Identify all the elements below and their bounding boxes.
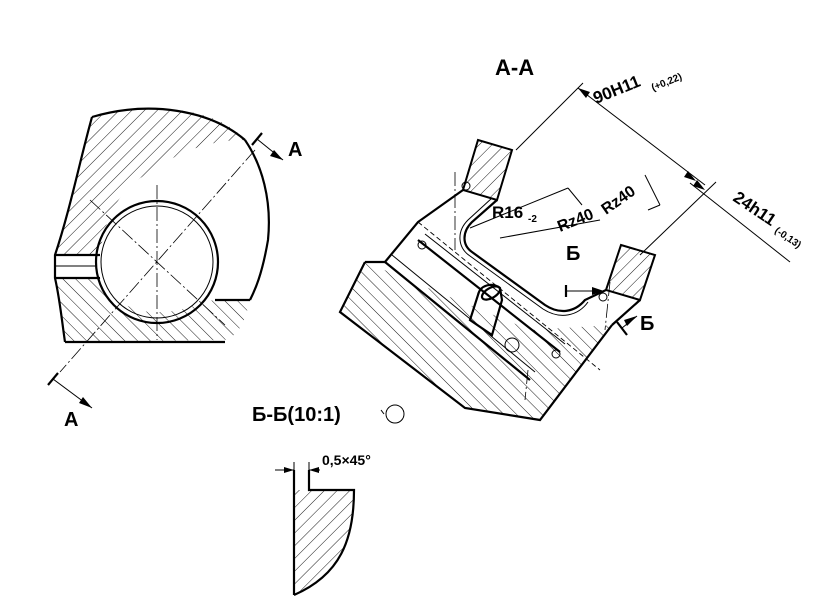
roughness-1: Rz40 xyxy=(555,206,596,236)
hatched-region-top xyxy=(55,108,245,255)
right-prong xyxy=(604,243,657,302)
cut-marker-a-bottom: А xyxy=(47,372,93,431)
main-view xyxy=(53,107,270,373)
cut-b-label-bottom: Б xyxy=(640,313,654,335)
dim-width-tolerance: (+0,22) xyxy=(650,72,684,94)
bb-hatched xyxy=(294,490,354,595)
cut-marker-a-top: А xyxy=(251,132,302,161)
pin xyxy=(468,283,504,337)
section-bb-title: Б-Б(10:1) xyxy=(252,404,341,426)
base-block xyxy=(340,262,612,420)
cut-a-label-bottom: А xyxy=(64,409,78,431)
section-aa-title: А-А xyxy=(495,55,534,80)
hatched-region-bottom xyxy=(55,278,250,342)
cut-a-label-top: А xyxy=(288,139,302,161)
rotated-icon xyxy=(385,404,405,424)
radius-label: R16 xyxy=(492,203,523,222)
radius-tolerance: -2 xyxy=(528,214,537,225)
cut-marker-b-top: Б xyxy=(564,243,604,297)
left-prong xyxy=(461,138,514,202)
cut-marker-b-bottom: Б xyxy=(616,313,654,336)
dim-depth-tolerance: (-0,13) xyxy=(772,225,803,251)
roughness-2: Rz40 xyxy=(599,183,639,218)
dim-width: 90H11 xyxy=(590,72,643,108)
cut-b-label-top: Б xyxy=(566,243,580,265)
section-bb-detail: 0,5×45° xyxy=(275,452,371,597)
section-aa xyxy=(338,82,791,422)
chamfer-label: 0,5×45° xyxy=(322,452,371,468)
dim-depth: 24h11 xyxy=(730,188,780,230)
u-groove xyxy=(463,199,607,313)
